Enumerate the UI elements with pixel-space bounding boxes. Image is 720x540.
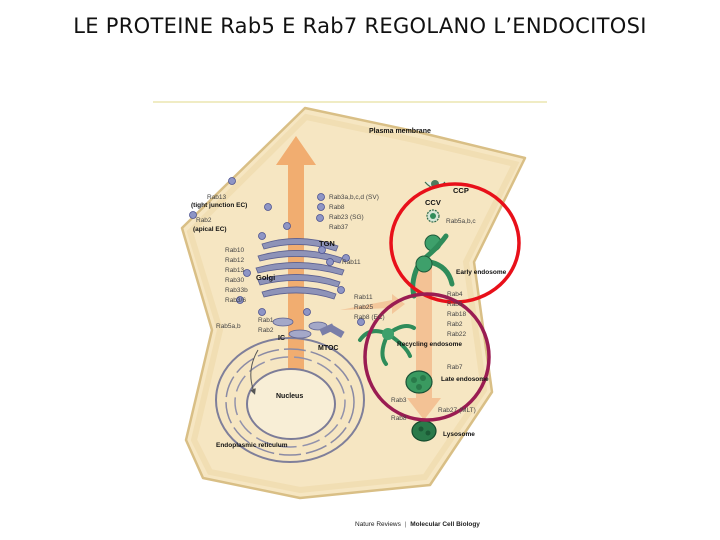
figure-credit: Nature Reviews | Molecular Cell Biology xyxy=(355,521,480,528)
rab-label: Rab18 xyxy=(447,311,467,318)
rab-label: Rab23 (SG) xyxy=(329,214,364,221)
credit-journal: Nature Reviews xyxy=(355,521,401,528)
golgi-label: Golgi xyxy=(256,273,275,282)
rab-label: Rab7 xyxy=(447,364,463,371)
rab-label: Rab3/6 xyxy=(225,297,246,304)
rab-label: Rab10 xyxy=(225,247,245,254)
rab-group-ic-side: Rab5a,b xyxy=(216,323,241,330)
rab-label: Rab11 xyxy=(354,294,373,301)
rab-label: Rab5a,b xyxy=(216,323,241,330)
rab-label: Rab30 xyxy=(225,277,245,284)
rab-group-apical: Rab2 (apical EC) xyxy=(193,217,227,233)
nucleus-label: Nucleus xyxy=(276,393,303,400)
rab-label: (apical EC) xyxy=(193,226,227,233)
lysosome xyxy=(411,420,437,442)
rab-label: Rab5a,b,c xyxy=(446,218,476,225)
ccv-label: CCV xyxy=(425,198,441,207)
credit-section: Molecular Cell Biology xyxy=(410,521,480,528)
credit-separator: | xyxy=(404,521,407,528)
recycling-endosome-core xyxy=(382,328,394,340)
lysosome-label: Lysosome xyxy=(443,431,475,438)
rab-label: Rab37 xyxy=(329,224,349,231)
rab-label: Rab3 xyxy=(391,397,407,404)
rab-group-recycling: Rab11 Rab25 Rab8 (EC) xyxy=(354,294,385,321)
late-endosome-label: Late endosome xyxy=(441,376,489,383)
rab-label: (tight junction EC) xyxy=(191,202,247,209)
rab-group-golgi: Rab10 Rab12 Rab13 Rab30 Rab33b Rab3/6 xyxy=(225,247,248,304)
rab-label: Rab2 xyxy=(447,321,463,328)
ccp-label: CCP xyxy=(453,186,469,195)
rab-group-early: Rab4 Rab5 Rab18 Rab2 Rab22 xyxy=(447,291,467,338)
rab-label: Rab4 xyxy=(447,291,463,298)
er-ring-2 xyxy=(225,348,355,456)
rab-label: Rab8 xyxy=(391,415,407,422)
plasma-membrane-label: Plasma membrane xyxy=(369,128,431,135)
rab-label: Rab3a,b,c,d (SV) xyxy=(329,194,379,201)
mtoc-label: MTOC xyxy=(318,345,338,352)
ic-structures xyxy=(272,317,328,339)
endocytic-arrow xyxy=(407,262,441,420)
mtoc-track xyxy=(250,349,259,395)
ic-label: IC xyxy=(278,335,285,342)
early-endosome-core xyxy=(415,255,433,273)
rab-group-tight-junction: Rab13 (tight junction EC) xyxy=(191,194,247,209)
rab-label: Rab25 xyxy=(354,304,374,311)
rab-label: Rab8 xyxy=(329,204,345,211)
slide-title: LE PROTEINE Rab5 E Rab7 REGOLANO L’ENDOC… xyxy=(73,14,647,38)
rab-group-tgn: Rab11 xyxy=(342,259,361,266)
nucleus xyxy=(246,368,336,440)
er-ring-3 xyxy=(234,356,346,448)
er-label: Endoplasmic reticulum xyxy=(216,442,288,449)
rab-group-sv: Rab3a,b,c,d (SV) Rab8 Rab23 (SG) Rab37 xyxy=(329,194,379,231)
late-endosome xyxy=(405,370,433,394)
recycling-endosome-label: Recycling endosome xyxy=(397,341,462,348)
rab-group-ic: Rab1 Rab2 xyxy=(258,317,274,334)
rab-label: Rab13 xyxy=(207,194,227,201)
rab-label: Rab13 xyxy=(225,267,245,274)
recycling-arrow xyxy=(340,294,405,314)
rab-label: Rab27 (MLT) xyxy=(438,407,476,414)
rab-label: Rab1 xyxy=(258,317,274,324)
rab-label: Rab33b xyxy=(225,287,248,294)
rab7-highlight-circle xyxy=(363,292,491,422)
rab-group-late: Rab7 xyxy=(447,364,463,371)
rab-label: Rab2 xyxy=(258,327,274,334)
rab-group-lysosome: Rab3 Rab8 Rab27 (MLT) xyxy=(391,397,476,422)
rab-label: Rab5 xyxy=(447,301,463,308)
early-endosome-label: Early endosome xyxy=(456,269,507,276)
mtoc xyxy=(319,323,345,338)
cell-shadow xyxy=(186,113,520,494)
vesicles xyxy=(189,177,365,326)
rab-label: Rab2 xyxy=(196,217,212,224)
rab-label: Rab22 xyxy=(447,331,467,338)
er-outer xyxy=(215,337,365,463)
rab-label: Rab8 (EC) xyxy=(354,314,385,321)
rab-label: Rab12 xyxy=(225,257,245,264)
rab-label: Rab11 xyxy=(342,259,361,266)
tgn-label: TGN xyxy=(319,239,335,248)
rab-group-ccv: Rab5a,b,c xyxy=(446,218,476,225)
